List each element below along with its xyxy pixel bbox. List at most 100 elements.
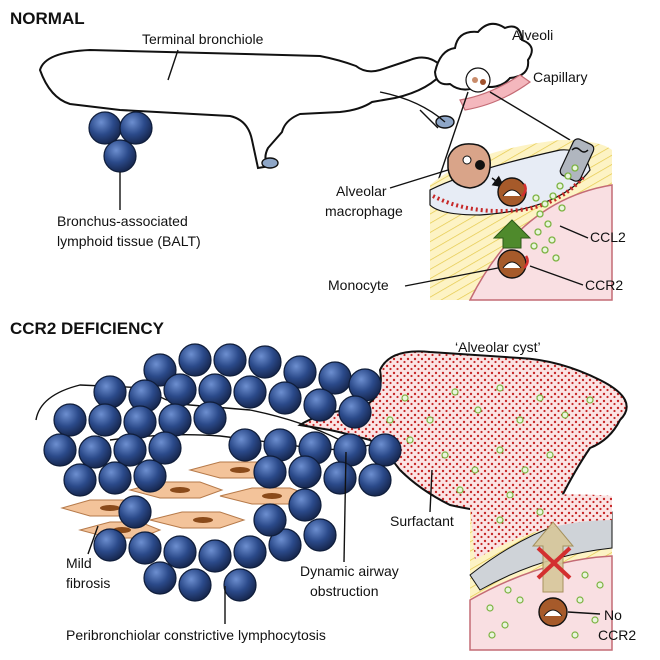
lymphocyte bbox=[253, 503, 287, 537]
lymphocyte bbox=[338, 395, 372, 429]
surfactant-fill bbox=[470, 494, 612, 560]
lymphocyte bbox=[223, 568, 257, 602]
lymphocyte bbox=[198, 539, 232, 573]
label-balt-line1: Bronchus-associated bbox=[57, 213, 188, 229]
deficiency-alveolus-inset bbox=[469, 494, 613, 651]
lymphocyte bbox=[288, 488, 322, 522]
lymphocyte bbox=[123, 405, 157, 439]
lymphocyte bbox=[128, 531, 162, 565]
lymphocyte bbox=[133, 459, 167, 493]
monocyte-nucleus bbox=[502, 261, 522, 269]
alveolar-macrophage bbox=[447, 143, 491, 189]
lymphocyte bbox=[233, 535, 267, 569]
lymphocyte bbox=[178, 343, 212, 377]
label-macrophage-line2: macrophage bbox=[325, 203, 403, 219]
differentiation-arrow bbox=[491, 175, 505, 188]
lymphocyte bbox=[358, 463, 392, 497]
lymphocyte bbox=[253, 455, 287, 489]
fibroblast-nucleus bbox=[230, 467, 250, 473]
alveoli bbox=[433, 22, 533, 91]
surfactant-layer bbox=[432, 173, 587, 214]
bronchiole-opening bbox=[261, 157, 279, 169]
ccl2-inset bbox=[486, 508, 604, 639]
normal-title: NORMAL bbox=[10, 9, 85, 28]
lymphocyte bbox=[88, 403, 122, 437]
label-fibrosis-line2: fibrosis bbox=[66, 575, 110, 591]
fibroblast-nucleus bbox=[193, 517, 213, 523]
lymphocyte bbox=[283, 355, 317, 389]
lymphocyte bbox=[323, 461, 357, 495]
lymphocyte bbox=[119, 111, 153, 145]
lymphocyte bbox=[303, 388, 337, 422]
lymphocyte bbox=[193, 401, 227, 435]
leader-line bbox=[429, 469, 433, 513]
lymphocyte bbox=[53, 403, 87, 437]
lymphocyte bbox=[158, 403, 192, 437]
label-ccl2: CCL2 bbox=[590, 229, 626, 245]
label-macrophage-line1: Alveolar bbox=[336, 183, 387, 199]
lymphocyte bbox=[143, 561, 177, 595]
lymphocyte bbox=[178, 568, 212, 602]
label-no-ccr2-line1: No bbox=[604, 607, 622, 623]
terminal-bronchiole bbox=[38, 48, 447, 170]
fibroblast-nucleus bbox=[100, 505, 120, 511]
lymphocyte bbox=[198, 373, 232, 407]
leader-line bbox=[167, 49, 179, 81]
label-no-ccr2-line2: CCR2 bbox=[598, 627, 636, 643]
label-terminal-bronchiole: Terminal bronchiole bbox=[142, 31, 264, 47]
ccr2-receptor bbox=[521, 183, 527, 197]
leader-line bbox=[343, 451, 347, 563]
lymphocyte bbox=[213, 343, 247, 377]
lymphocyte bbox=[88, 111, 122, 145]
migration-arrow bbox=[492, 219, 532, 249]
block-cross bbox=[536, 546, 572, 580]
label-obstruction-line1: Dynamic airway bbox=[300, 563, 399, 579]
lymphocyte bbox=[368, 433, 402, 467]
lymphocyte-aggregate bbox=[43, 343, 402, 602]
lymphocyte bbox=[233, 375, 267, 409]
ccr2-receptor bbox=[523, 255, 529, 269]
bronchiole-branch bbox=[379, 91, 446, 123]
fibroblast-nucleus bbox=[262, 493, 282, 499]
label-alveoli: Alveoli bbox=[512, 27, 553, 43]
fibroblast-nucleus bbox=[170, 487, 190, 493]
lymphocyte bbox=[303, 518, 337, 552]
lymphocyte bbox=[93, 528, 127, 562]
balt-cluster bbox=[88, 111, 153, 173]
monocyte-nucleus bbox=[543, 609, 563, 617]
leader-line bbox=[567, 611, 601, 615]
lymphocyte bbox=[248, 345, 282, 379]
lymphocyte bbox=[288, 455, 322, 489]
label-monocyte: Monocyte bbox=[328, 277, 389, 293]
leader-line bbox=[559, 225, 589, 239]
epithelial-detail bbox=[571, 147, 589, 153]
lymphocyte bbox=[163, 535, 197, 569]
monocyte-nucleus bbox=[502, 189, 522, 197]
macrophage-vacuole bbox=[462, 155, 472, 165]
lymphocyte bbox=[103, 139, 137, 173]
label-ccr2: CCR2 bbox=[585, 277, 623, 293]
label-obstruction-line2: obstruction bbox=[310, 583, 378, 599]
label-balt-line2: lymphoid tissue (BALT) bbox=[57, 233, 201, 249]
lymphocyte bbox=[63, 463, 97, 497]
lymphocyte bbox=[268, 381, 302, 415]
lymphocyte bbox=[78, 435, 112, 469]
leader-line bbox=[87, 525, 99, 555]
mini-macrophage bbox=[472, 77, 478, 83]
leader-line bbox=[389, 169, 449, 189]
lymphocyte bbox=[143, 353, 177, 387]
lymphocyte bbox=[43, 433, 77, 467]
lymphocyte bbox=[93, 375, 127, 409]
label-surfactant: Surfactant bbox=[390, 513, 454, 529]
lymphocyte bbox=[333, 433, 367, 467]
ccl2-gradient bbox=[530, 164, 579, 262]
mini-cell bbox=[480, 79, 486, 85]
leader-line bbox=[404, 267, 499, 287]
lymphocyte bbox=[148, 431, 182, 465]
leader-line bbox=[529, 265, 584, 286]
macrophage-nucleus bbox=[475, 160, 485, 170]
label-lymphocytosis: Peribronchiolar constrictive lymphocytos… bbox=[66, 627, 326, 643]
lymphocyte bbox=[118, 495, 152, 529]
